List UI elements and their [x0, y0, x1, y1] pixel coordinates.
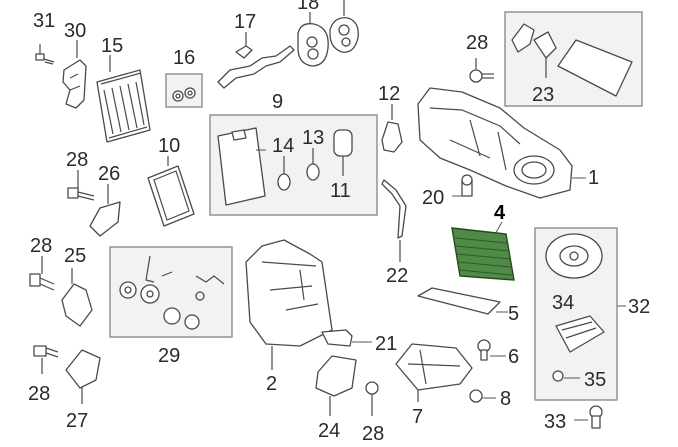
bolt-20	[452, 174, 473, 197]
bolt-31	[35, 44, 55, 65]
cabin-filter-4	[451, 221, 515, 281]
sensor-12	[381, 104, 403, 153]
bolt-28-b	[29, 256, 55, 291]
box-9-parts	[217, 127, 353, 206]
bolt-6	[477, 339, 506, 361]
callout-9: 9	[272, 91, 283, 113]
bolt-28-d	[365, 381, 379, 416]
callout-30: 30	[64, 20, 86, 42]
callout-29: 29	[158, 345, 180, 367]
heater-core-15	[96, 55, 151, 143]
callout-28-b: 28	[30, 235, 52, 257]
callout-32: 32	[628, 296, 650, 318]
callout-13: 13	[302, 127, 324, 149]
bracket-25	[61, 268, 93, 327]
callout-28-e: 28	[466, 32, 488, 54]
callout-22: 22	[386, 265, 408, 287]
bolt-28-a	[67, 170, 95, 201]
bolt-28-e	[469, 58, 494, 83]
hose-22	[381, 179, 407, 262]
callout-5: 5	[508, 303, 519, 325]
callout-12: 12	[378, 83, 400, 105]
callout-8: 8	[500, 388, 511, 410]
callout-2: 2	[266, 373, 277, 395]
callout-23: 23	[532, 84, 554, 106]
callout-31: 31	[33, 10, 55, 32]
callout-17: 17	[234, 11, 256, 33]
pipe-17	[217, 32, 295, 89]
gaskets-18	[297, 0, 359, 67]
tray-7	[395, 343, 473, 402]
callout-20: 20	[422, 187, 444, 209]
callout-15: 15	[101, 35, 123, 57]
bracket-30	[62, 40, 87, 109]
box-29-parts	[119, 255, 225, 330]
callout-10: 10	[158, 135, 180, 157]
callout-7: 7	[412, 406, 423, 428]
bracket-5	[417, 287, 508, 315]
bracket-26	[89, 184, 121, 237]
bolt-28-c	[33, 345, 59, 374]
clips-16	[172, 87, 196, 102]
callout-26: 26	[98, 163, 120, 185]
group-box-16	[165, 73, 203, 108]
callout-18: 18	[297, 0, 319, 14]
bolt-33	[574, 405, 603, 429]
callout-24: 24	[318, 420, 340, 442]
sensor-21	[321, 329, 372, 347]
callout-14: 14	[272, 135, 294, 157]
callout-4: 4	[494, 202, 506, 224]
callout-11: 11	[330, 180, 351, 202]
callout-28-c: 28	[28, 383, 50, 405]
box-23-parts	[511, 23, 633, 97]
callout-33: 33	[544, 411, 566, 433]
bracket-27	[65, 349, 101, 404]
callout-16: 16	[173, 47, 195, 69]
housing-1	[417, 87, 586, 199]
blower-32	[545, 233, 626, 382]
filter-frame-10	[147, 156, 195, 227]
callout-6: 6	[508, 346, 519, 368]
grommet-8	[469, 389, 496, 403]
callout-34: 34	[552, 292, 574, 314]
callout-28-a: 28	[66, 149, 88, 171]
callout-25: 25	[64, 245, 86, 267]
callout-27: 27	[66, 410, 88, 432]
callout-28-d: 28	[362, 423, 384, 445]
callout-1: 1	[588, 167, 599, 189]
actuator-24	[315, 355, 357, 416]
callout-21: 21	[375, 333, 397, 355]
housing-2	[245, 239, 333, 370]
callout-35: 35	[584, 369, 606, 391]
